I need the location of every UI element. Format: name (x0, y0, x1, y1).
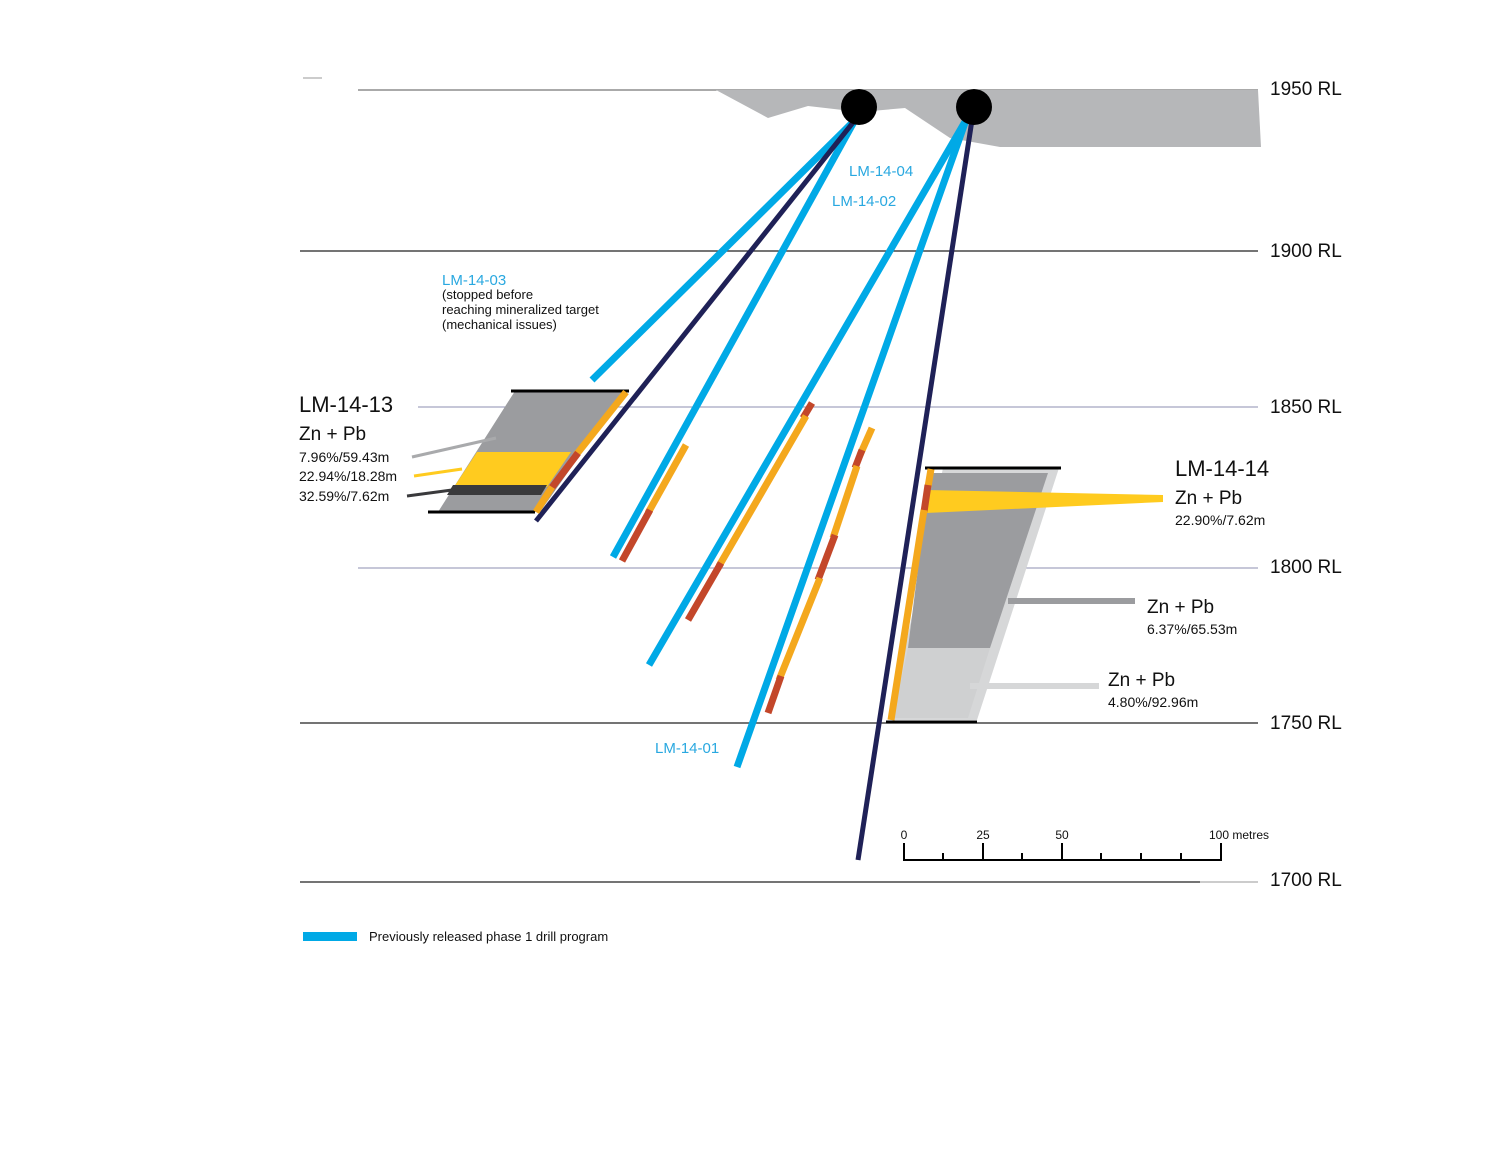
lm-14-13-connector-grey (411, 436, 497, 459)
lm-14-14-title: LM-14-14 (1175, 456, 1269, 481)
legend-label-phase1: Previously released phase 1 drill progra… (369, 929, 608, 944)
lm-14-01-intercept-orange-mid (829, 464, 861, 540)
lm-14-14-intercept-orange-long (887, 509, 928, 721)
level-label-1900: 1900 RL (1270, 241, 1342, 262)
legend-swatch-phase1 (303, 932, 357, 941)
mid-zone-annotation: Zn + Pb 6.37%/65.53m (1147, 597, 1237, 637)
low-zone-interval: 4.80%/92.96m (1108, 694, 1198, 710)
lm-14-04-intercept-rust (618, 508, 654, 563)
drill-hole-lm-14-13 (534, 118, 857, 523)
drill-hole-lm-14-03 (589, 117, 858, 383)
lm-14-13-intercept-orange-low (533, 485, 555, 514)
blue-hole-intercepts (618, 401, 876, 715)
drill-hole-lm-14-04 (609, 118, 859, 559)
scale-bar (903, 843, 1222, 861)
lm-14-13-zone-gold (454, 452, 571, 487)
lm-14-13-intercept-rust (547, 450, 581, 493)
lm-14-01-intercept-rust-mid (814, 533, 839, 582)
lm-14-14-intercept-rust (920, 484, 932, 513)
scale-label-50: 50 (1055, 828, 1069, 842)
mid-zone-element: Zn + Pb (1147, 597, 1214, 618)
label-lm-14-01: LM-14-01 (655, 740, 719, 757)
level-label-1850: 1850 RL (1270, 397, 1342, 418)
lm-14-13-interval-3: 32.59%/7.62m (299, 488, 389, 504)
level-labels: 1950 RL 1900 RL 1850 RL 1800 RL 1750 RL … (1270, 79, 1342, 891)
scale-label-100: 100 metres (1209, 828, 1269, 842)
lm-14-03-note-line-3: (mechanical issues) (442, 317, 557, 332)
lm-14-13-connector-gold (413, 467, 463, 478)
legend: Previously released phase 1 drill progra… (303, 929, 608, 944)
phase1-drill-holes (589, 117, 970, 769)
level-label-1750: 1750 RL (1270, 713, 1342, 734)
phase2-drill-holes (534, 118, 975, 861)
hole-labels: LM-14-04 LM-14-02 LM-14-03 (stopped befo… (442, 163, 913, 757)
low-zone-element: Zn + Pb (1108, 670, 1175, 691)
lm-14-13-annotation: LM-14-13 Zn + Pb 7.96%/59.43m 22.94%/18.… (299, 392, 397, 504)
drill-hole-lm-14-01 (733, 118, 970, 769)
drill-collars (841, 89, 992, 125)
lm-14-13-interval-1: 7.96%/59.43m (299, 449, 389, 465)
lm-14-14-interval: 22.90%/7.62m (1175, 512, 1265, 528)
scale-labels: 0 25 50 100 metres (901, 828, 1269, 842)
lm-14-01-intercept-rust-top (851, 448, 866, 470)
scale-label-0: 0 (901, 828, 908, 842)
collar-west (841, 89, 877, 125)
lm-14-14-intercept-orange-top (924, 468, 935, 488)
lm-14-14-zone-grey (908, 473, 1048, 648)
lm-14-03-note-line-2: reaching mineralized target (442, 302, 599, 317)
lm-14-03-note-line-1: (stopped before (442, 287, 533, 302)
lm-14-14-zone (886, 466, 1163, 724)
drill-hole-lm-14-14 (855, 119, 975, 861)
lm-14-13-zone (428, 389, 629, 514)
lm-14-13-element: Zn + Pb (299, 424, 366, 445)
lm-14-13-interval-2: 22.94%/18.28m (299, 468, 397, 484)
label-lm-14-02: LM-14-02 (832, 193, 896, 210)
lm-14-14-zone-light (893, 648, 990, 718)
level-label-1800: 1800 RL (1270, 557, 1342, 578)
lm-14-02-intercept-rust-bottom (684, 561, 725, 622)
zone-connectors (406, 436, 1135, 689)
drill-hole-lm-14-02 (645, 118, 970, 667)
label-lm-14-03: LM-14-03 (442, 272, 506, 289)
lm-14-13-zone-dark (447, 485, 547, 495)
lm-14-13-connector-dark (406, 488, 453, 498)
lm-14-01-intercept-orange-low (775, 576, 824, 682)
collar-east (956, 89, 992, 125)
navy-hole-intercepts (533, 389, 935, 721)
level-label-1950: 1950 RL (1270, 79, 1342, 100)
lm-14-01-intercept-rust-low (764, 674, 785, 715)
lm-14-14-annotation: LM-14-14 Zn + Pb 22.90%/7.62m (1175, 456, 1269, 528)
lm-14-04-intercept-orange (644, 443, 690, 515)
mid-zone-interval: 6.37%/65.53m (1147, 621, 1237, 637)
lm-14-02-intercept-orange (715, 414, 810, 568)
level-label-1700: 1700 RL (1270, 870, 1342, 891)
scale-label-25: 25 (976, 828, 990, 842)
lm-14-13-title: LM-14-13 (299, 392, 393, 417)
lm-14-14-zone-gold-band (926, 490, 1163, 513)
label-lm-14-04: LM-14-04 (849, 163, 913, 180)
lm-14-13-intercept-orange-top (573, 389, 629, 458)
lm-14-14-element: Zn + Pb (1175, 488, 1242, 509)
low-zone-annotation: Zn + Pb 4.80%/92.96m (1108, 670, 1198, 710)
